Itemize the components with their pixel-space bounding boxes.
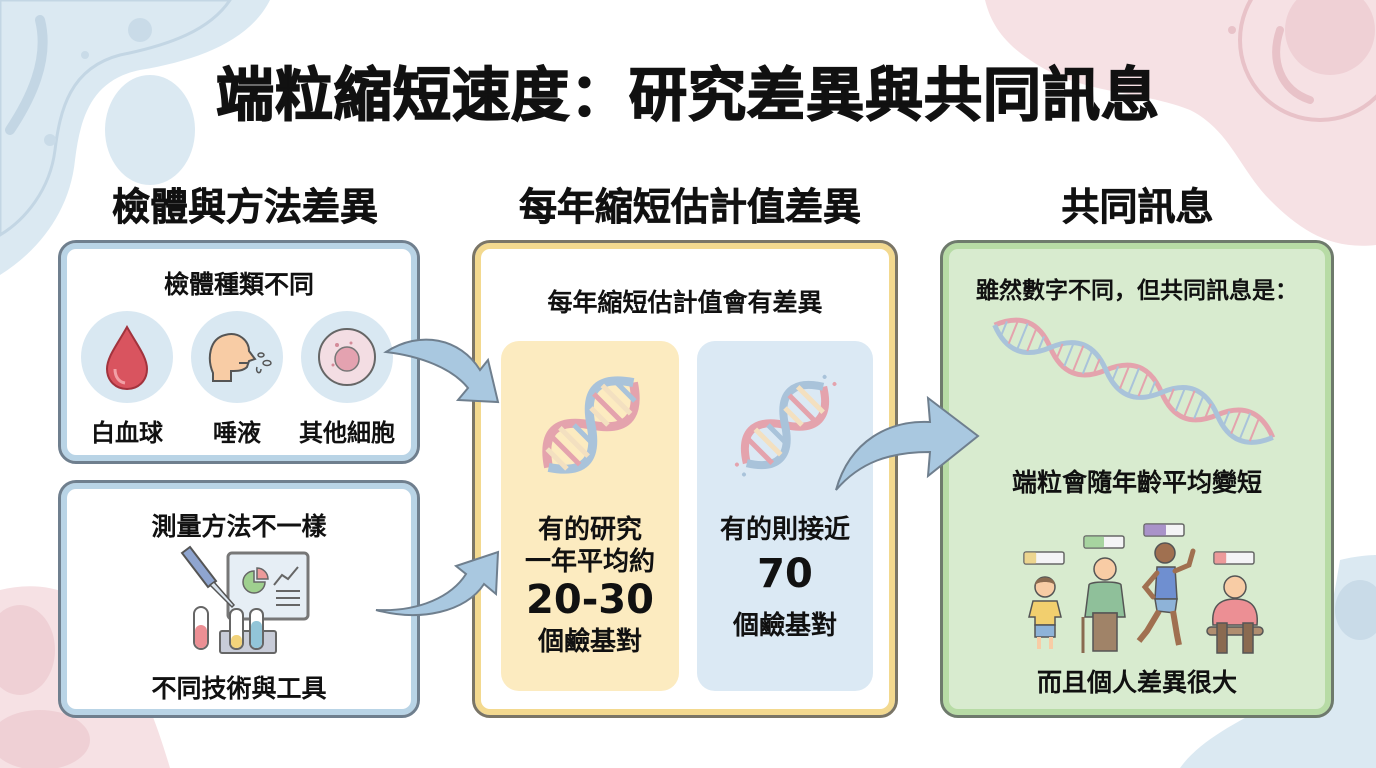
estimate-b-unit: 個鹼基對 — [732, 611, 837, 641]
dna-icon — [542, 376, 640, 474]
method-card: 測量方法不一樣 不同技術與工具 — [58, 480, 420, 718]
telomere-length-bar — [1023, 551, 1065, 565]
specimen-card: 檢體種類不同 白血球 唾液 其他細胞 — [58, 240, 420, 464]
telomere-length-bar — [1083, 535, 1125, 549]
common-message-individual-variation: 而且個人差異很大 — [1036, 668, 1237, 697]
common-message-aging: 端粒會隨年齡平均變短 — [1011, 468, 1262, 497]
page-title: 端粒縮短速度：研究差異與共同訊息 — [215, 60, 1160, 130]
method-card-caption: 不同技術與工具 — [151, 674, 327, 703]
estimate-b-line1: 有的則接近 — [719, 515, 850, 545]
estimate-a-line1: 有的研究 — [537, 515, 642, 545]
dna-frayed-icon — [734, 374, 837, 477]
telomere-bar-fill — [1144, 524, 1166, 536]
people-group — [1013, 519, 1283, 659]
child-icon — [1028, 576, 1062, 649]
specimen-card-title: 檢體種類不同 — [163, 270, 314, 299]
cell-icon — [318, 328, 376, 386]
telomere-bar-fill — [1214, 552, 1227, 564]
estimate-b-value: 70 — [757, 551, 813, 597]
estimate-a-panel: 有的研究 一年平均約 20-30 個鹼基對 — [501, 341, 679, 691]
cell-blob-top-left — [0, 0, 270, 275]
heading-estimate-difference: 每年縮短估計值差異 — [518, 185, 862, 230]
saliva-icon — [208, 333, 272, 382]
specimen-label-saliva: 唾液 — [213, 419, 261, 447]
estimate-card: 每年縮短估計值會有差異 有的研究 一年平均約 20-30 個鹼基 — [472, 240, 898, 718]
estimate-card-title: 每年縮短估計值會有差異 — [547, 288, 823, 317]
blood-drop-icon — [105, 324, 149, 391]
common-message-intro: 雖然數字不同，但共同訊息是： — [976, 278, 1298, 304]
cell-icon-wrap — [301, 311, 393, 403]
seated-person-icon — [1206, 575, 1264, 654]
heading-common-message: 共同訊息 — [1061, 185, 1214, 230]
blood-drop-icon-wrap — [81, 311, 173, 403]
method-card-title: 測量方法不一樣 — [151, 512, 327, 541]
estimate-b-panel: 有的則接近 70 個鹼基對 — [697, 341, 873, 691]
heading-specimen-method: 檢體與方法差異 — [111, 185, 379, 230]
common-message-card: 雖然數字不同，但共同訊息是： 端粒會隨年齡平均變短 — [940, 240, 1334, 718]
telomere-bar-fill — [1024, 552, 1037, 564]
cell-blob-bottom-right — [1180, 555, 1376, 768]
specimen-label-other-cells: 其他細胞 — [299, 419, 395, 447]
telomere-bar-fill — [1084, 536, 1104, 548]
specimen-label-wbc: 白血球 — [91, 419, 163, 447]
telomere-length-bar — [1143, 523, 1185, 537]
estimate-a-value: 20-30 — [526, 577, 654, 623]
elderly-with-cane-icon — [1081, 557, 1126, 653]
estimate-a-line2: 一年平均約 — [524, 547, 655, 577]
runner-icon — [1136, 542, 1196, 646]
long-dna-icon — [992, 317, 1276, 445]
telomere-length-bar — [1213, 551, 1255, 565]
saliva-icon-wrap — [191, 311, 283, 403]
lab-tools-icon — [180, 545, 310, 654]
estimate-a-unit: 個鹼基對 — [537, 627, 642, 657]
